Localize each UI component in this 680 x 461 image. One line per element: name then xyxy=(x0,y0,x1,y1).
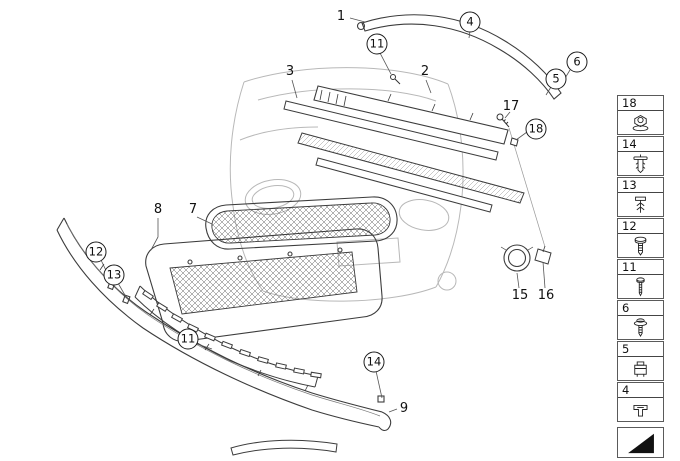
front-spoiler xyxy=(56,217,392,432)
legend-number: 6 xyxy=(618,301,663,316)
callout-18[interactable]: 18 xyxy=(525,118,547,140)
callout-3[interactable]: 3 xyxy=(285,64,295,79)
legend-number: 11 xyxy=(618,260,663,275)
callout-4[interactable]: 4 xyxy=(459,11,481,33)
callout-2[interactable]: 2 xyxy=(420,64,430,79)
washer-screw-icon xyxy=(618,316,663,339)
callout-14[interactable]: 14 xyxy=(363,351,385,373)
fastener-legend: 18 14 13 12 11 6 5 4 xyxy=(617,95,664,422)
upper-grille xyxy=(205,196,398,250)
parent-diagram-button[interactable] xyxy=(617,427,664,458)
callout-12[interactable]: 12 xyxy=(85,241,107,263)
callout-8[interactable]: 8 xyxy=(153,202,163,217)
lower-strip xyxy=(297,132,525,213)
mini-badge xyxy=(500,244,534,272)
legend-item-6[interactable]: 6 xyxy=(617,300,664,340)
callout-6[interactable]: 6 xyxy=(566,51,588,73)
cage-clip-icon xyxy=(618,357,663,380)
cowl-strip xyxy=(283,100,499,161)
legend-number: 5 xyxy=(618,342,663,357)
parent-diagram-arrow-icon xyxy=(627,433,654,453)
callout-9[interactable]: 9 xyxy=(399,401,409,416)
callout-15[interactable]: 15 xyxy=(511,288,529,303)
pan-screw-icon xyxy=(618,234,663,257)
retaining-clip-icon xyxy=(618,193,663,216)
bottom-strip xyxy=(230,439,338,456)
flange-nut-icon xyxy=(618,111,663,134)
assembly-line xyxy=(508,127,546,248)
callout-1[interactable]: 1 xyxy=(336,9,346,24)
long-screw-icon xyxy=(618,275,663,298)
screw-11-detail xyxy=(390,74,401,85)
legend-number: 13 xyxy=(618,178,663,193)
cowl-panel xyxy=(313,85,509,145)
expansion-rivet-icon xyxy=(618,152,663,175)
legend-number: 4 xyxy=(618,383,663,398)
callout-7[interactable]: 7 xyxy=(188,202,198,217)
badge-bracket xyxy=(534,245,552,265)
legend-number: 14 xyxy=(618,137,663,152)
legend-number: 18 xyxy=(618,96,663,111)
legend-item-4[interactable]: 4 xyxy=(617,382,664,422)
legend-item-11[interactable]: 11 xyxy=(617,259,664,299)
callout-11[interactable]: 11 xyxy=(366,33,388,55)
callout-17[interactable]: 17 xyxy=(502,99,520,114)
screw-17-detail xyxy=(496,113,510,128)
callout-5[interactable]: 5 xyxy=(545,68,567,90)
callout-16[interactable]: 16 xyxy=(537,288,555,303)
callout-13[interactable]: 13 xyxy=(103,264,125,286)
callout-11[interactable]: 11 xyxy=(177,328,199,350)
windscreen-moulding xyxy=(356,14,562,100)
legend-item-13[interactable]: 13 xyxy=(617,177,664,217)
legend-number: 12 xyxy=(618,219,663,234)
legend-item-12[interactable]: 12 xyxy=(617,218,664,258)
car-body-outline xyxy=(229,67,464,302)
lower-grille xyxy=(145,228,383,342)
flat-clip-icon xyxy=(618,398,663,421)
legend-item-14[interactable]: 14 xyxy=(617,136,664,176)
legend-item-18[interactable]: 18 xyxy=(617,95,664,135)
legend-item-5[interactable]: 5 xyxy=(617,341,664,381)
